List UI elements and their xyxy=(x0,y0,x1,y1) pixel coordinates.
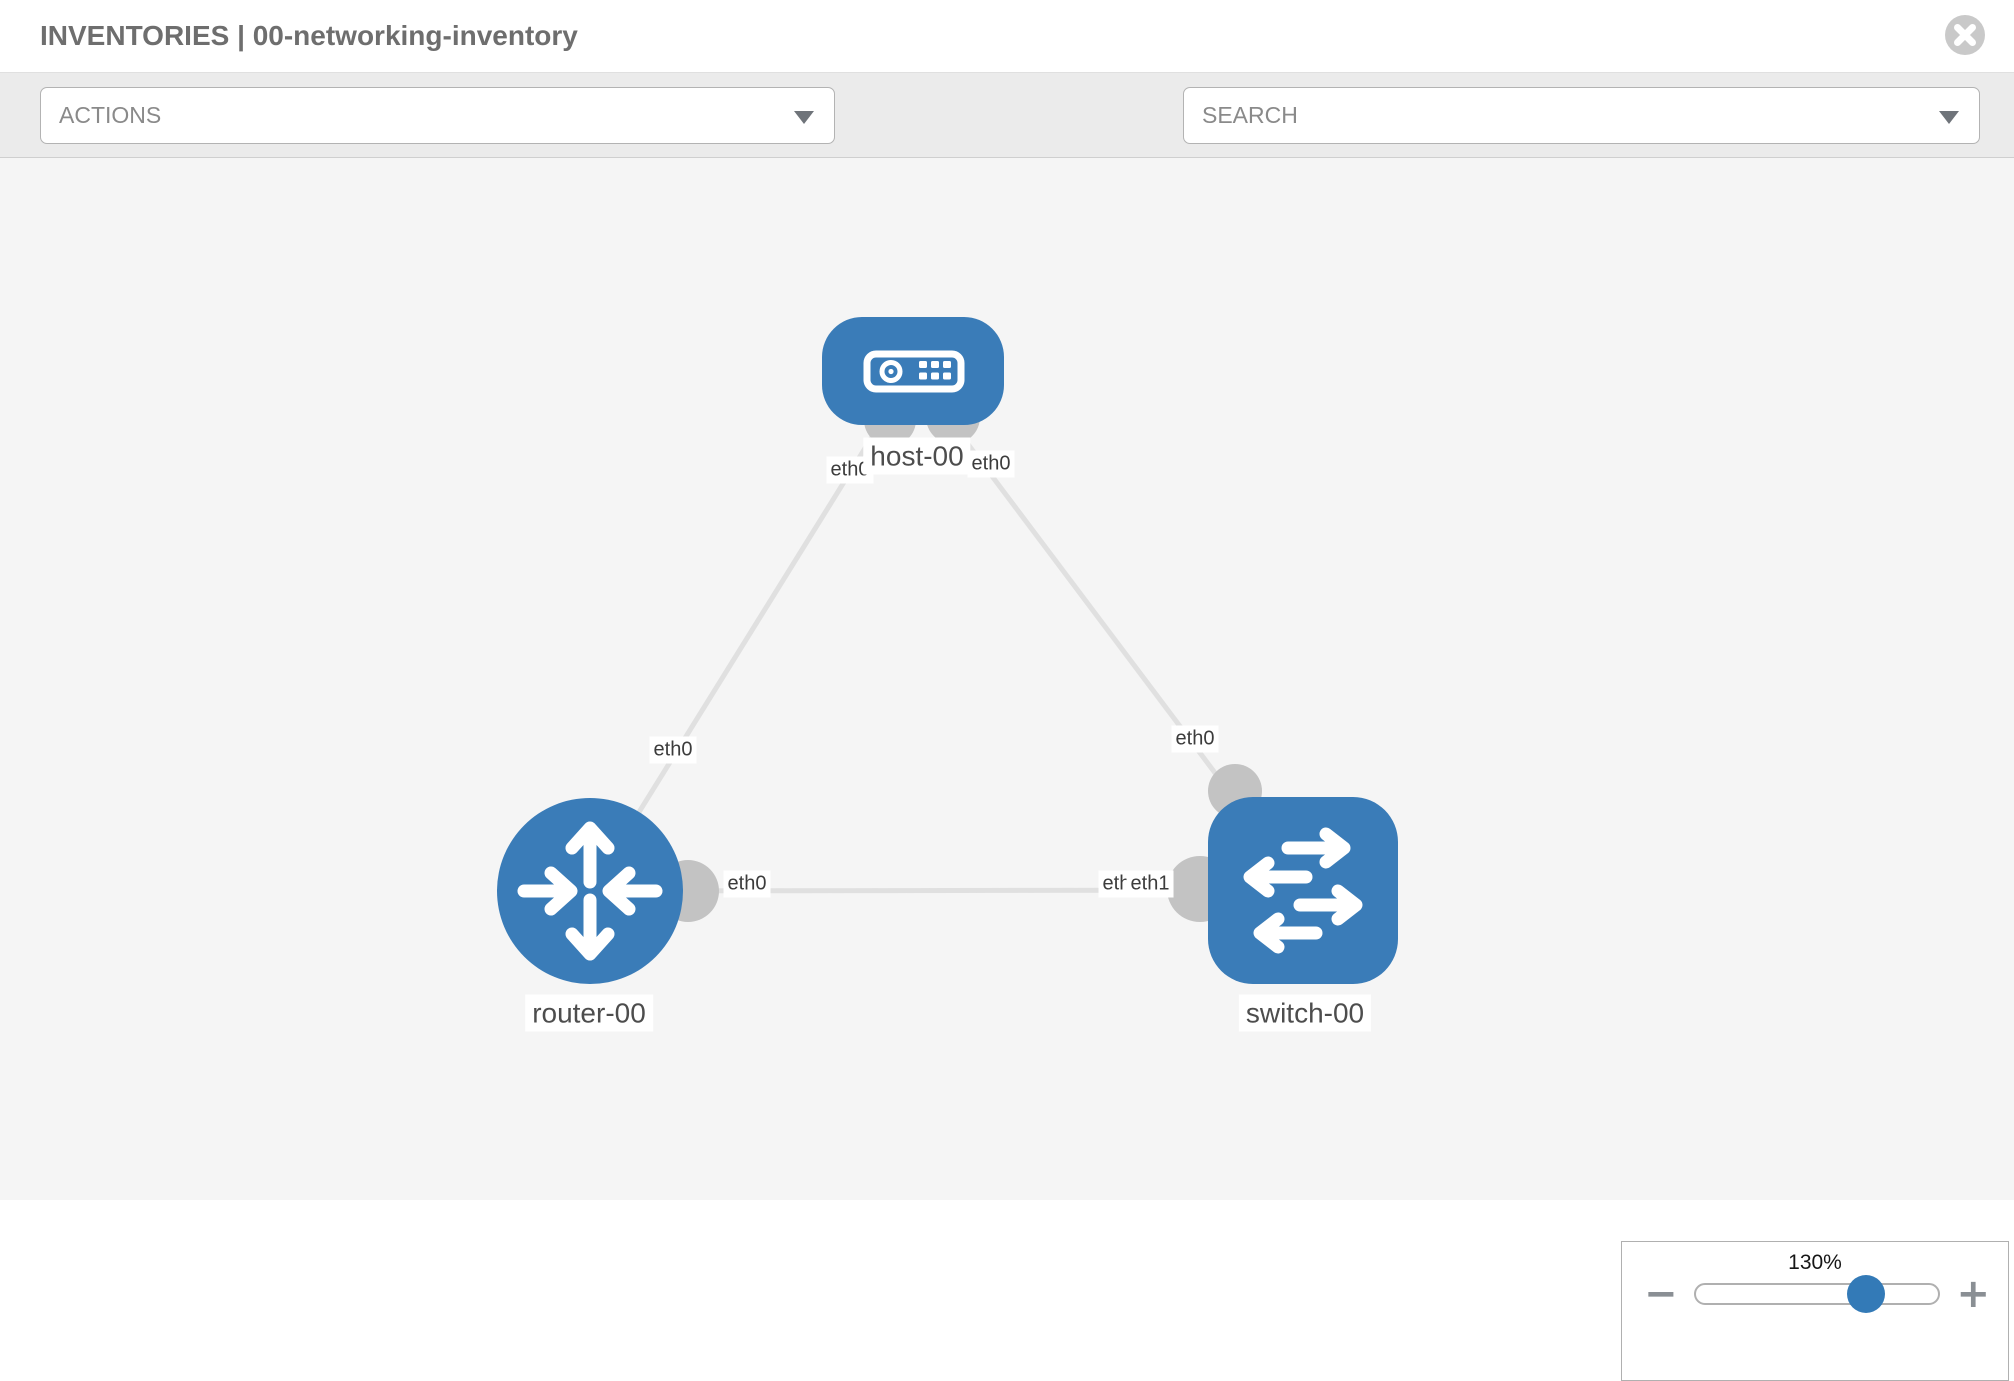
node-label-router: router-00 xyxy=(525,994,653,1032)
interface-label: eth0 xyxy=(1171,725,1219,753)
node-label-host: host-00 xyxy=(863,437,971,475)
zoom-level: 130% xyxy=(1788,1251,1842,1274)
chevron-down-icon xyxy=(1939,110,1959,124)
actions-dropdown[interactable]: ACTIONS xyxy=(40,87,835,144)
zoom-slider-track[interactable] xyxy=(1693,1275,1941,1313)
node-switch[interactable] xyxy=(1208,797,1398,984)
search-dropdown-label: SEARCH xyxy=(1202,102,1298,128)
node-host[interactable] xyxy=(822,317,1004,425)
router-icon xyxy=(517,821,663,961)
interface-label: eth0 xyxy=(649,736,697,764)
close-icon xyxy=(1945,15,1985,55)
node-router[interactable] xyxy=(497,798,683,984)
actions-dropdown-label: ACTIONS xyxy=(59,102,162,128)
topology-canvas[interactable]: eth0 eth0 eth0 eth0 eth0 eth0 eth1 host-… xyxy=(0,158,2014,1381)
chevron-down-icon xyxy=(794,110,814,124)
zoom-in-button[interactable]: + xyxy=(1956,1271,1990,1317)
close-button[interactable] xyxy=(1944,14,1986,56)
header-bar: INVENTORIES | 00-networking-inventory xyxy=(0,0,2014,72)
switch-icon xyxy=(1243,827,1363,954)
zoom-control-panel: 130% − + xyxy=(1621,1241,2009,1381)
host-icon xyxy=(863,350,965,393)
toolbar: ACTIONS SEARCH xyxy=(0,72,2014,201)
interface-label: eth1 xyxy=(1126,870,1174,898)
zoom-slider-knob[interactable] xyxy=(1846,1275,1885,1313)
page-title: INVENTORIES | 00-networking-inventory xyxy=(40,20,578,51)
node-label-switch: switch-00 xyxy=(1238,994,1372,1032)
interface-label: eth0 xyxy=(967,450,1015,478)
zoom-out-button[interactable]: − xyxy=(1644,1271,1678,1317)
search-dropdown[interactable]: SEARCH xyxy=(1183,87,1980,144)
interface-label: eth0 xyxy=(723,870,771,898)
